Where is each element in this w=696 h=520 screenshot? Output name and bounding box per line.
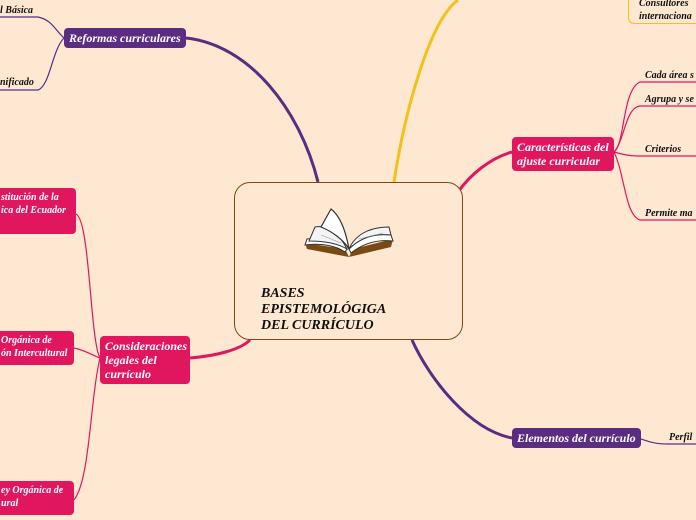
top-leaf-box[interactable]: Consultores internaciona (628, 0, 696, 24)
connector-elementos (410, 339, 513, 440)
connector-top (392, 0, 459, 183)
central-topic-title: BASES EPISTEMOLÓGIGA DEL CURRÍCULO (261, 286, 387, 333)
connector-reformas-leaf-1 (0, 16, 65, 39)
connector-caracteristicas (456, 150, 513, 193)
connector-cons-leaf-3 (73, 357, 101, 501)
open-book-icon (304, 208, 394, 257)
connector-cons-leaf-1 (75, 213, 101, 359)
node-caracteristicas-ajuste[interactable]: Características del ajuste curricular (512, 137, 614, 171)
connector-car-leaf-4 (613, 151, 696, 221)
leaf-car-1[interactable]: Cada área s (645, 70, 694, 81)
connector-elem-leaf-1 (637, 437, 696, 445)
leaf-ley-organica-educacion[interactable]: Orgánica de ón Intercultural (0, 331, 74, 365)
leaf-reformas-1[interactable]: l Básica (0, 5, 34, 16)
node-elementos-curriculo[interactable]: Elementos del currículo (512, 428, 641, 448)
connector-cons-leaf-2 (73, 347, 101, 359)
connector-car-leaf-2 (613, 105, 696, 153)
central-topic[interactable]: BASES EPISTEMOLÓGIGA DEL CURRÍCULO (234, 182, 463, 340)
leaf-constitucion[interactable]: stitución de la ica del Ecuador (0, 188, 76, 234)
node-consideraciones-legales[interactable]: Consideraciones legales del currículo (100, 336, 190, 384)
connector-consideraciones (189, 338, 252, 360)
connector-car-leaf-1 (613, 81, 696, 153)
connector-reformas-leaf-2 (0, 37, 65, 91)
node-reformas-curriculares[interactable]: Reformas curriculares (64, 28, 186, 48)
leaf-reformas-2[interactable]: nificado (0, 77, 34, 88)
leaf-car-2[interactable]: Agrupa y se (645, 94, 694, 105)
top-leaf-2: internaciona (639, 11, 692, 22)
top-leaf-1: Consultores (639, 0, 689, 9)
leaf-reglamento-ley-organica[interactable]: ey Orgánica de ural (0, 481, 74, 515)
connector-car-leaf-3 (613, 151, 696, 157)
leaf-car-3[interactable]: Criterios (645, 144, 682, 155)
connector-reformas (185, 36, 320, 183)
leaf-perfil[interactable]: Perfil (669, 432, 693, 443)
leaf-car-4[interactable]: Permite ma (645, 208, 693, 219)
